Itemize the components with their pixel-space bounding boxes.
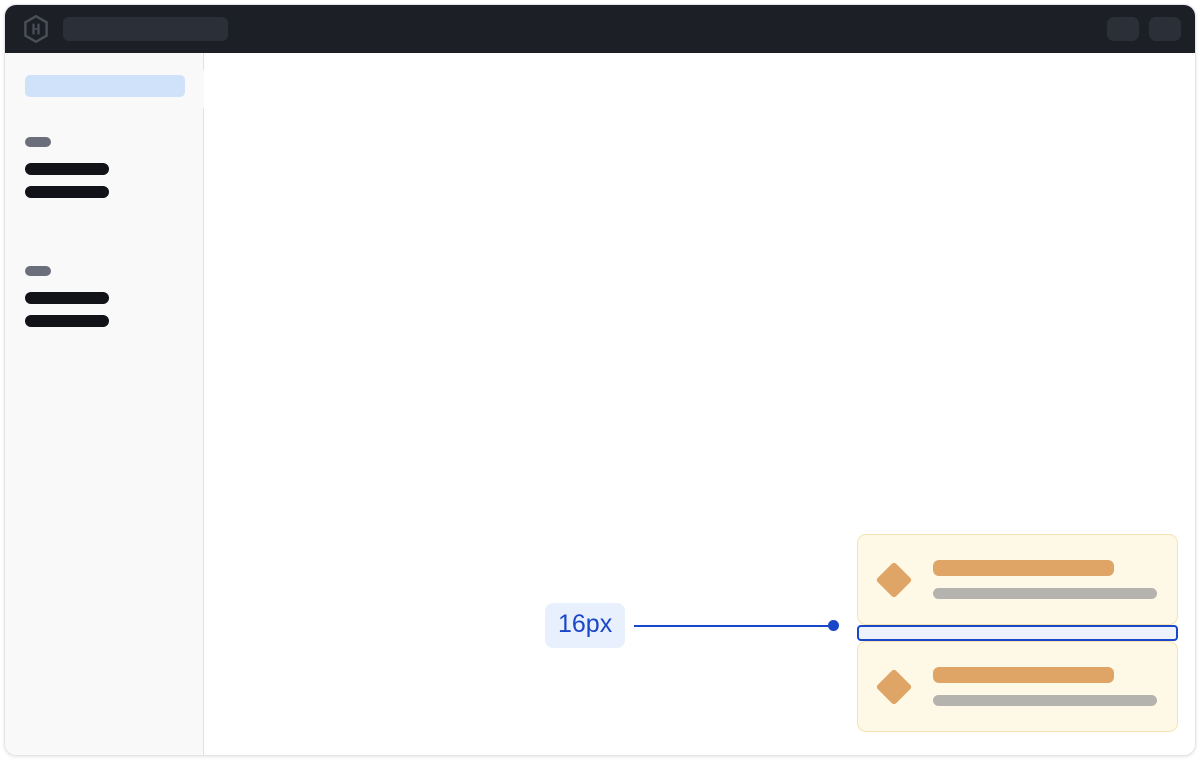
sidebar-item-selected[interactable] xyxy=(25,75,185,97)
sidebar-group-2-label xyxy=(25,266,51,276)
diamond-icon xyxy=(875,561,913,598)
card-item-2-title xyxy=(933,667,1115,683)
card-item-1[interactable] xyxy=(857,534,1178,625)
sidebar-group-2 xyxy=(5,266,203,327)
spacing-annotation-leader-line xyxy=(634,624,831,627)
spacing-annotation-label[interactable]: 16px xyxy=(545,603,626,648)
window-body: 16px xyxy=(5,53,1195,755)
main-canvas: 16px xyxy=(204,53,1195,755)
hashicorp-hexagon-logo-icon[interactable] xyxy=(23,15,49,43)
card-item-1-lines xyxy=(933,560,1157,599)
sidebar-item-2-1[interactable] xyxy=(25,292,109,304)
card-item-2[interactable] xyxy=(857,641,1178,732)
card-item-2-subtitle xyxy=(933,695,1157,706)
diamond-icon xyxy=(875,668,913,705)
sidebar-item-1-2[interactable] xyxy=(25,186,109,198)
sidebar-item-1-1[interactable] xyxy=(25,163,109,175)
top-navigation-bar xyxy=(5,5,1195,53)
spacing-annotation: 16px xyxy=(545,603,840,648)
global-search-input[interactable] xyxy=(63,17,228,41)
sidebar-item-2-2[interactable] xyxy=(25,315,109,327)
spacing-measurement-bar[interactable] xyxy=(857,625,1178,641)
card-stack xyxy=(857,534,1178,732)
sidebar-group-1 xyxy=(5,137,203,198)
nav-placeholder-pill-1[interactable] xyxy=(1107,17,1139,41)
spacing-annotation-endpoint-dot xyxy=(828,620,840,631)
app-window: 16px xyxy=(4,4,1196,756)
card-item-1-title xyxy=(933,560,1115,576)
navbar-right-actions xyxy=(1107,17,1181,41)
card-item-1-subtitle xyxy=(933,588,1157,599)
sidebar xyxy=(5,53,219,755)
sidebar-group-1-label xyxy=(25,137,51,147)
card-item-2-lines xyxy=(933,667,1157,706)
nav-placeholder-pill-2[interactable] xyxy=(1149,17,1181,41)
